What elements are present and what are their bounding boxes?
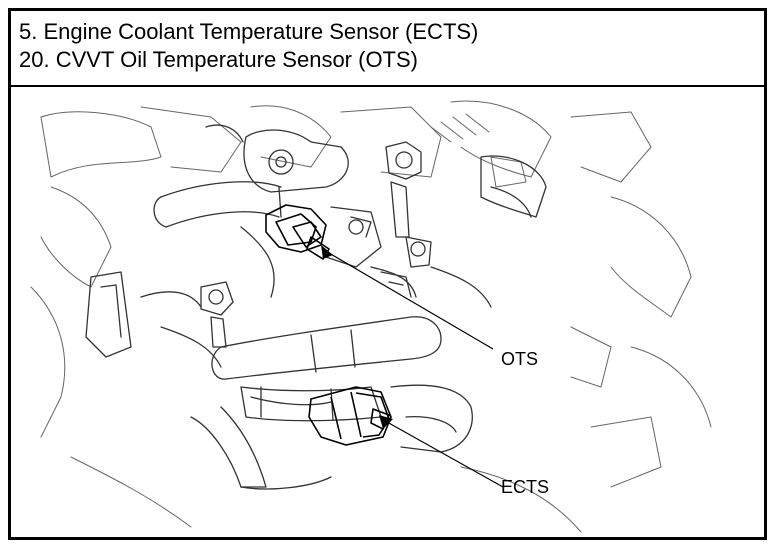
mounting-bracket <box>205 124 349 193</box>
ects-sensor <box>308 386 392 446</box>
engine-housing <box>240 206 492 308</box>
right-fitting <box>480 155 547 218</box>
engine-block-outline <box>30 100 712 533</box>
bolt-top-right <box>385 141 422 238</box>
ects-callout-label: ECTS <box>501 477 549 497</box>
left-assembly <box>85 271 234 368</box>
leader-lines <box>321 245 504 488</box>
caption-line-ots: 20. CVVT Oil Temperature Sensor (OTS) <box>19 47 418 72</box>
ots-sensor <box>265 204 330 260</box>
caption-header: 5. Engine Coolant Temperature Sensor (EC… <box>11 11 764 87</box>
lower-hose <box>190 384 473 490</box>
ots-callout-label: OTS <box>501 349 538 369</box>
diagram-frame: 5. Engine Coolant Temperature Sensor (EC… <box>8 8 767 540</box>
upper-pipe <box>153 181 282 228</box>
caption-line-ects: 5. Engine Coolant Temperature Sensor (EC… <box>19 19 479 44</box>
engine-diagram: OTS ECTS <box>30 100 712 533</box>
middle-hoses <box>211 316 442 422</box>
